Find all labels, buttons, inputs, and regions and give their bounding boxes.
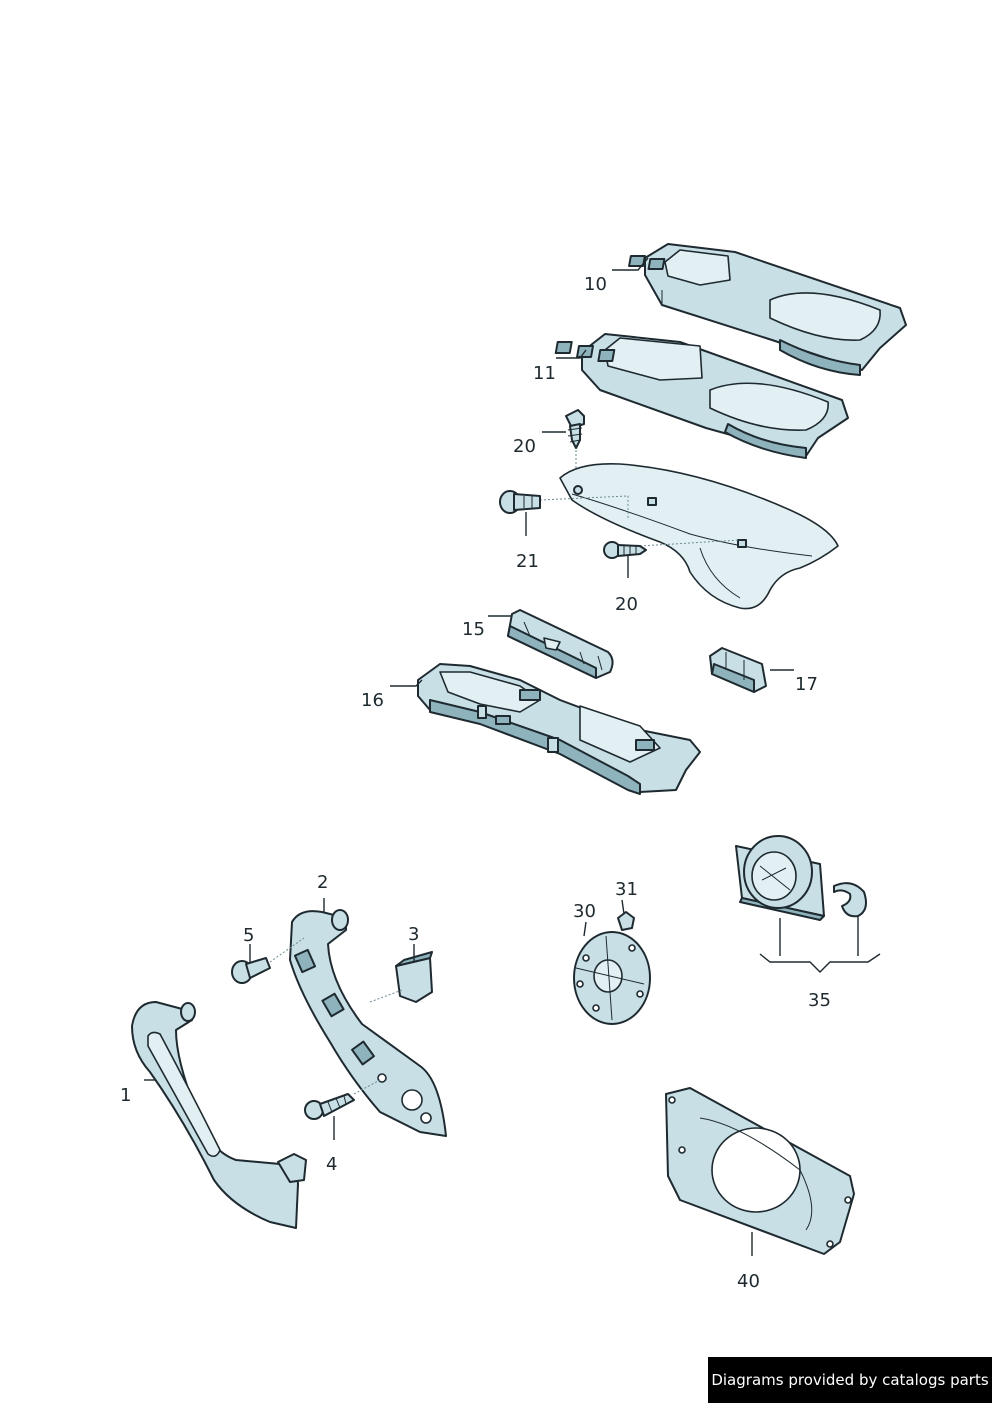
part-4-screw <box>304 1079 381 1120</box>
part-40-frame <box>665 1087 855 1255</box>
callout-30: 30 <box>573 901 596 922</box>
part-35-speaker <box>735 835 881 973</box>
part-16-bracket <box>417 663 701 795</box>
callout-2: 2 <box>317 872 328 893</box>
part-20-screw-upper <box>565 409 585 490</box>
callout-31: 31 <box>615 879 638 900</box>
part-1-grab-handle <box>131 1001 307 1229</box>
leader-lines <box>144 257 794 1256</box>
callout-20-lower: 20 <box>615 594 638 615</box>
callout-4: 4 <box>326 1154 337 1175</box>
callout-17: 17 <box>795 674 818 695</box>
part-3-clip <box>369 951 433 1003</box>
callout-1: 1 <box>120 1085 131 1106</box>
callout-40: 40 <box>737 1271 760 1292</box>
callout-15: 15 <box>462 619 485 640</box>
callout-5: 5 <box>243 925 254 946</box>
part-21-bolt <box>499 490 541 514</box>
callout-20-upper: 20 <box>513 436 536 457</box>
callout-11: 11 <box>533 363 556 384</box>
callout-3: 3 <box>408 924 419 945</box>
part-2-handle-bracket <box>289 909 447 1137</box>
callout-10: 10 <box>584 274 607 295</box>
part-20-screw-lower <box>603 541 647 559</box>
door-panel-section <box>539 462 839 610</box>
part-31-nut <box>617 911 635 931</box>
callout-35: 35 <box>808 990 831 1011</box>
callout-21: 21 <box>516 551 539 572</box>
part-10-switch-trim <box>628 243 907 376</box>
part-15-cover-strip <box>507 609 614 679</box>
part-5-screw <box>231 937 305 984</box>
watermark-banner: Diagrams provided by catalogs parts <box>708 1357 992 1403</box>
part-11-switch-trim <box>554 333 849 459</box>
callout-16: 16 <box>361 690 384 711</box>
part-30-speaker-ring <box>573 931 651 1025</box>
part-17-clip <box>709 647 767 693</box>
